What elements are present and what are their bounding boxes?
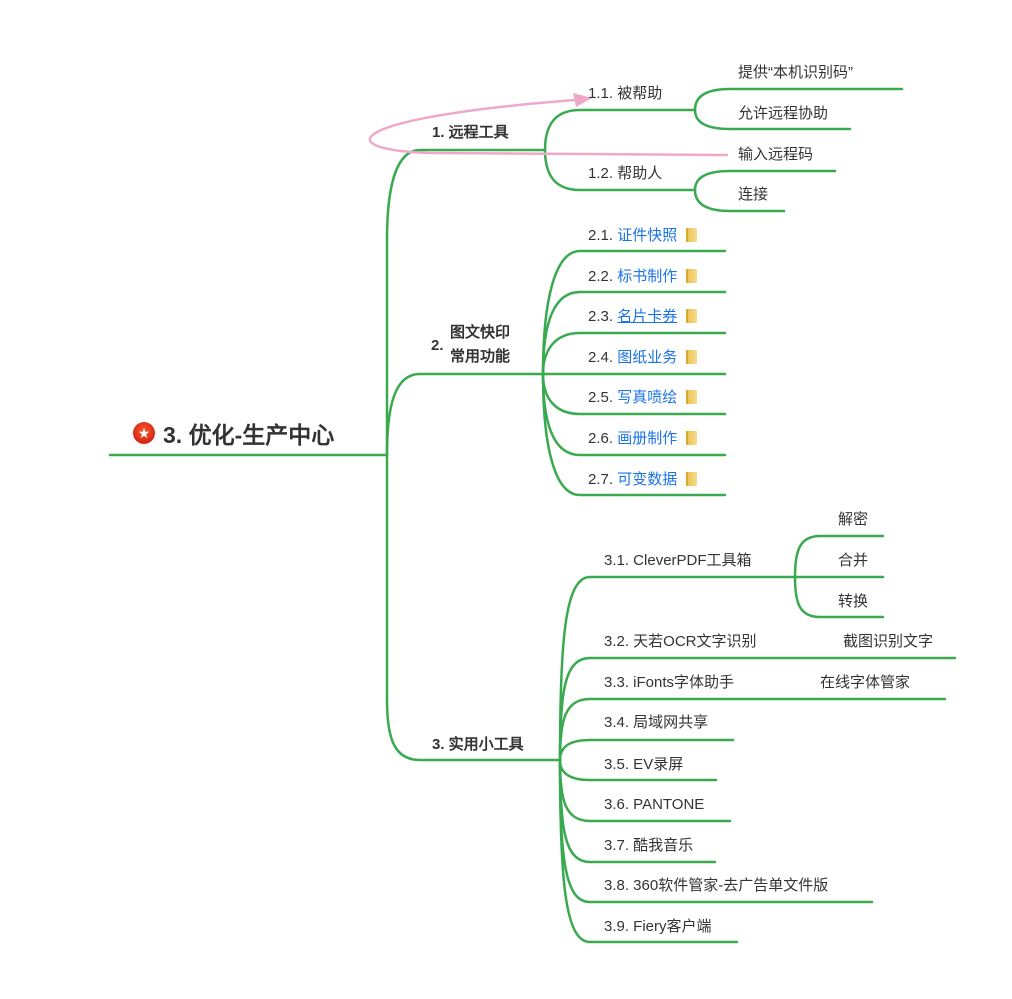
topic-number: 2.4. bbox=[588, 349, 614, 366]
topic-link[interactable]: 标书制作 bbox=[617, 268, 678, 285]
topic-link[interactable]: 写真喷绘 bbox=[617, 389, 678, 406]
arrowhead-icon bbox=[573, 93, 592, 107]
topic-link[interactable]: 可变数据 bbox=[617, 471, 678, 488]
topic-label: 帮助人 bbox=[617, 165, 663, 182]
topic-link[interactable]: 证件快照 bbox=[617, 227, 678, 244]
topic-2-3[interactable]: 2.3. 名片卡券 bbox=[588, 308, 698, 326]
folder-icon[interactable] bbox=[686, 472, 698, 486]
relationship-arrow bbox=[368, 98, 729, 157]
folder-icon[interactable] bbox=[686, 269, 698, 283]
branch-2-number: 2. bbox=[431, 337, 444, 354]
root-topic[interactable]: ★ 3. 优化-生产中心 bbox=[133, 416, 334, 450]
branch-3-line bbox=[385, 453, 562, 762]
branch-remote-tools[interactable]: 1. 远程工具 bbox=[432, 124, 509, 141]
topic-3-2[interactable]: 3.2. 天若OCR文字识别 bbox=[604, 633, 757, 650]
topic-2-5[interactable]: 2.5. 写真喷绘 bbox=[588, 389, 698, 407]
topic-number: 1.2. bbox=[588, 165, 614, 182]
topic-link[interactable]: 图纸业务 bbox=[617, 349, 678, 366]
topic-screenshot-ocr[interactable]: 截图识别文字 bbox=[843, 633, 934, 650]
topic-3-4[interactable]: 3.4. 局域网共享 bbox=[604, 714, 709, 731]
topic-2-1[interactable]: 2.1. 证件快照 bbox=[588, 227, 698, 245]
folder-icon[interactable] bbox=[686, 431, 698, 445]
topic-connect[interactable]: 连接 bbox=[738, 186, 769, 203]
topic-3-7[interactable]: 3.7. 酷我音乐 bbox=[604, 837, 694, 854]
branch-2-line2[interactable]: 常用功能 bbox=[450, 348, 511, 365]
topic-link[interactable]: 名片卡券 bbox=[617, 308, 678, 325]
topic-3-3[interactable]: 3.3. iFonts字体助手 bbox=[604, 674, 735, 691]
folder-icon[interactable] bbox=[686, 228, 698, 242]
branch-2-line bbox=[385, 372, 547, 457]
topic-2-7[interactable]: 2.7. 可变数据 bbox=[588, 471, 698, 489]
topic-1-2[interactable]: 1.2. 帮助人 bbox=[588, 165, 662, 183]
topic-merge[interactable]: 合并 bbox=[838, 552, 869, 569]
topic-allow-remote[interactable]: 允许远程协助 bbox=[738, 105, 829, 122]
root-label: 3. 优化-生产中心 bbox=[163, 422, 335, 448]
topic-number: 2.2. bbox=[588, 268, 614, 285]
topic-number: 2.1. bbox=[588, 227, 614, 244]
topic-link[interactable]: 画册制作 bbox=[617, 430, 678, 447]
topic-decrypt[interactable]: 解密 bbox=[838, 511, 869, 528]
topic-enter-code[interactable]: 输入远程码 bbox=[738, 146, 814, 163]
topic-1-1[interactable]: 1.1. 被帮助 bbox=[588, 85, 662, 103]
folder-icon[interactable] bbox=[686, 309, 698, 323]
topic-2-2[interactable]: 2.2. 标书制作 bbox=[588, 268, 698, 286]
branch-2-line1[interactable]: 图文快印 bbox=[450, 324, 511, 341]
topic-3-5[interactable]: 3.5. EV录屏 bbox=[604, 756, 684, 773]
branch-utilities[interactable]: 3. 实用小工具 bbox=[432, 736, 524, 753]
topic-2-4[interactable]: 2.4. 图纸业务 bbox=[588, 349, 698, 367]
topic-3-6[interactable]: 3.6. PANTONE bbox=[604, 796, 705, 813]
topic-number: 2.6. bbox=[588, 430, 614, 447]
folder-icon[interactable] bbox=[686, 390, 698, 404]
folder-icon[interactable] bbox=[686, 350, 698, 364]
topic-3-9[interactable]: 3.9. Fiery客户端 bbox=[604, 918, 712, 935]
topic-convert[interactable]: 转换 bbox=[838, 593, 869, 610]
topic-number: 2.5. bbox=[588, 389, 614, 406]
topic-number: 2.3. bbox=[588, 308, 614, 325]
topic-2-6[interactable]: 2.6. 画册制作 bbox=[588, 430, 698, 448]
topic-online-fonts[interactable]: 在线字体管家 bbox=[820, 674, 911, 691]
topic-label: 被帮助 bbox=[617, 85, 663, 102]
topic-number: 2.7. bbox=[588, 471, 614, 488]
star-badge-icon: ★ bbox=[133, 422, 155, 444]
branch-1-line bbox=[385, 148, 547, 457]
topic-number: 1.1. bbox=[588, 85, 614, 102]
topic-3-1[interactable]: 3.1. CleverPDF工具箱 bbox=[604, 552, 752, 569]
topic-provide-code[interactable]: 提供“本机识别码” bbox=[738, 64, 853, 81]
topic-3-8[interactable]: 3.8. 360软件管家-去广告单文件版 bbox=[604, 877, 829, 894]
